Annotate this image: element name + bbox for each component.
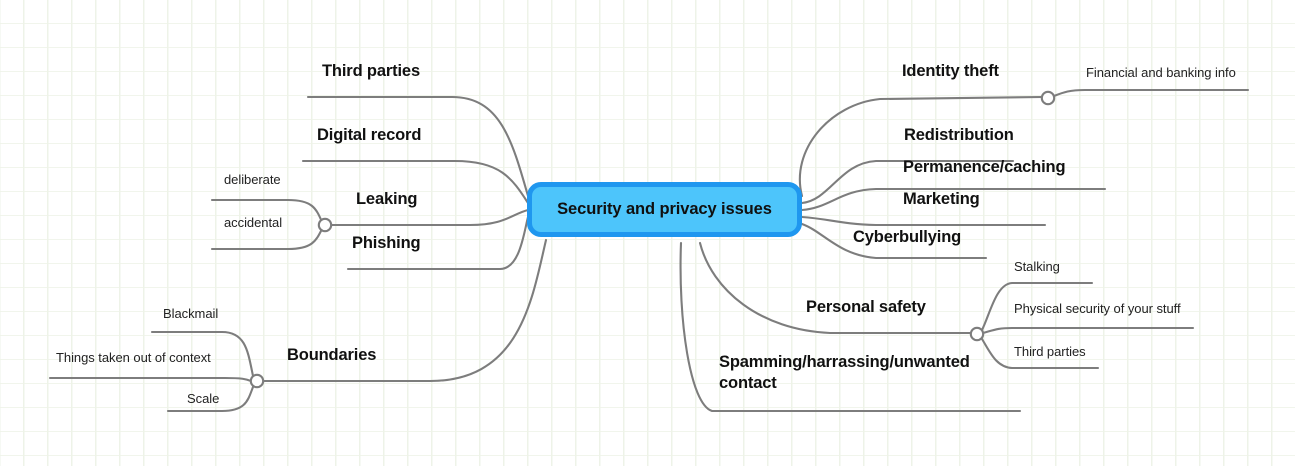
center-node[interactable]: Security and privacy issues xyxy=(527,182,802,237)
sub-label-accidental[interactable]: accidental xyxy=(224,215,283,230)
sub-label-deliberate[interactable]: deliberate xyxy=(224,172,281,187)
branch-label-boundaries[interactable]: Boundaries xyxy=(287,346,377,364)
branch-label-third-parties[interactable]: Third parties xyxy=(322,62,420,80)
branch-label-identity-theft[interactable]: Identity theft xyxy=(902,62,999,80)
sub-label-things-taken-out-of-context[interactable]: Things taken out of context xyxy=(56,350,211,365)
sub-label-scale[interactable]: Scale xyxy=(187,391,220,406)
connector-digital-record xyxy=(301,159,530,205)
connector-redistribution xyxy=(800,159,1015,205)
connector-spamming xyxy=(679,241,1022,413)
connector-cyberbullying xyxy=(800,222,988,260)
connector-deliberate xyxy=(210,198,324,224)
center-node-label: Security and privacy issues xyxy=(557,200,772,218)
connector-blackmail xyxy=(150,330,255,378)
connector-third-parties-right xyxy=(980,337,1100,370)
branch-label-personal-safety[interactable]: Personal safety xyxy=(806,298,926,316)
sub-label-stalking[interactable]: Stalking xyxy=(1014,259,1060,274)
sub-label-financial-and-banking-info[interactable]: Financial and banking info xyxy=(1086,65,1236,80)
connector-leaking xyxy=(328,208,530,227)
connector-boundaries xyxy=(261,238,548,383)
sub-label-third-parties-right[interactable]: Third parties xyxy=(1014,344,1086,359)
branch-label-marketing[interactable]: Marketing xyxy=(903,190,980,208)
branch-label-permanence-caching[interactable]: Permanence/caching xyxy=(903,158,1066,176)
connector-third-parties xyxy=(306,95,530,198)
connector-marketing xyxy=(800,215,1047,227)
junction-boundaries[interactable] xyxy=(249,373,265,389)
connector-physical-security-of-your-stuff xyxy=(981,326,1195,335)
connector-scale xyxy=(166,385,255,413)
connector-phishing xyxy=(346,215,530,271)
connector-personal-safety xyxy=(698,241,973,335)
junction-personal-safety[interactable] xyxy=(969,326,985,342)
sub-label-blackmail[interactable]: Blackmail xyxy=(163,306,219,321)
connector-financial-and-banking-info xyxy=(1052,88,1250,98)
branch-label-redistribution[interactable]: Redistribution xyxy=(904,126,1014,144)
branch-label-phishing[interactable]: Phishing xyxy=(352,234,421,252)
junction-leaking[interactable] xyxy=(317,217,333,233)
connector-identity-theft xyxy=(798,95,1044,198)
branch-label-digital-record[interactable]: Digital record xyxy=(317,126,422,144)
branch-label-leaking[interactable]: Leaking xyxy=(356,190,418,208)
connector-permanence-caching xyxy=(800,187,1107,212)
branch-label-cyberbullying[interactable]: Cyberbullying xyxy=(853,228,962,246)
connector-accidental xyxy=(210,227,324,251)
junction-identity-theft[interactable] xyxy=(1040,90,1056,106)
branch-label-spamming-harrassing-unwanted-contact[interactable]: Spamming/harrassing/unwanted contact xyxy=(719,353,970,392)
connector-things-taken-out-of-context xyxy=(48,376,253,383)
sub-label-physical-security-of-your-stuff[interactable]: Physical security of your stuff xyxy=(1014,301,1181,316)
connector-stalking xyxy=(980,281,1094,332)
